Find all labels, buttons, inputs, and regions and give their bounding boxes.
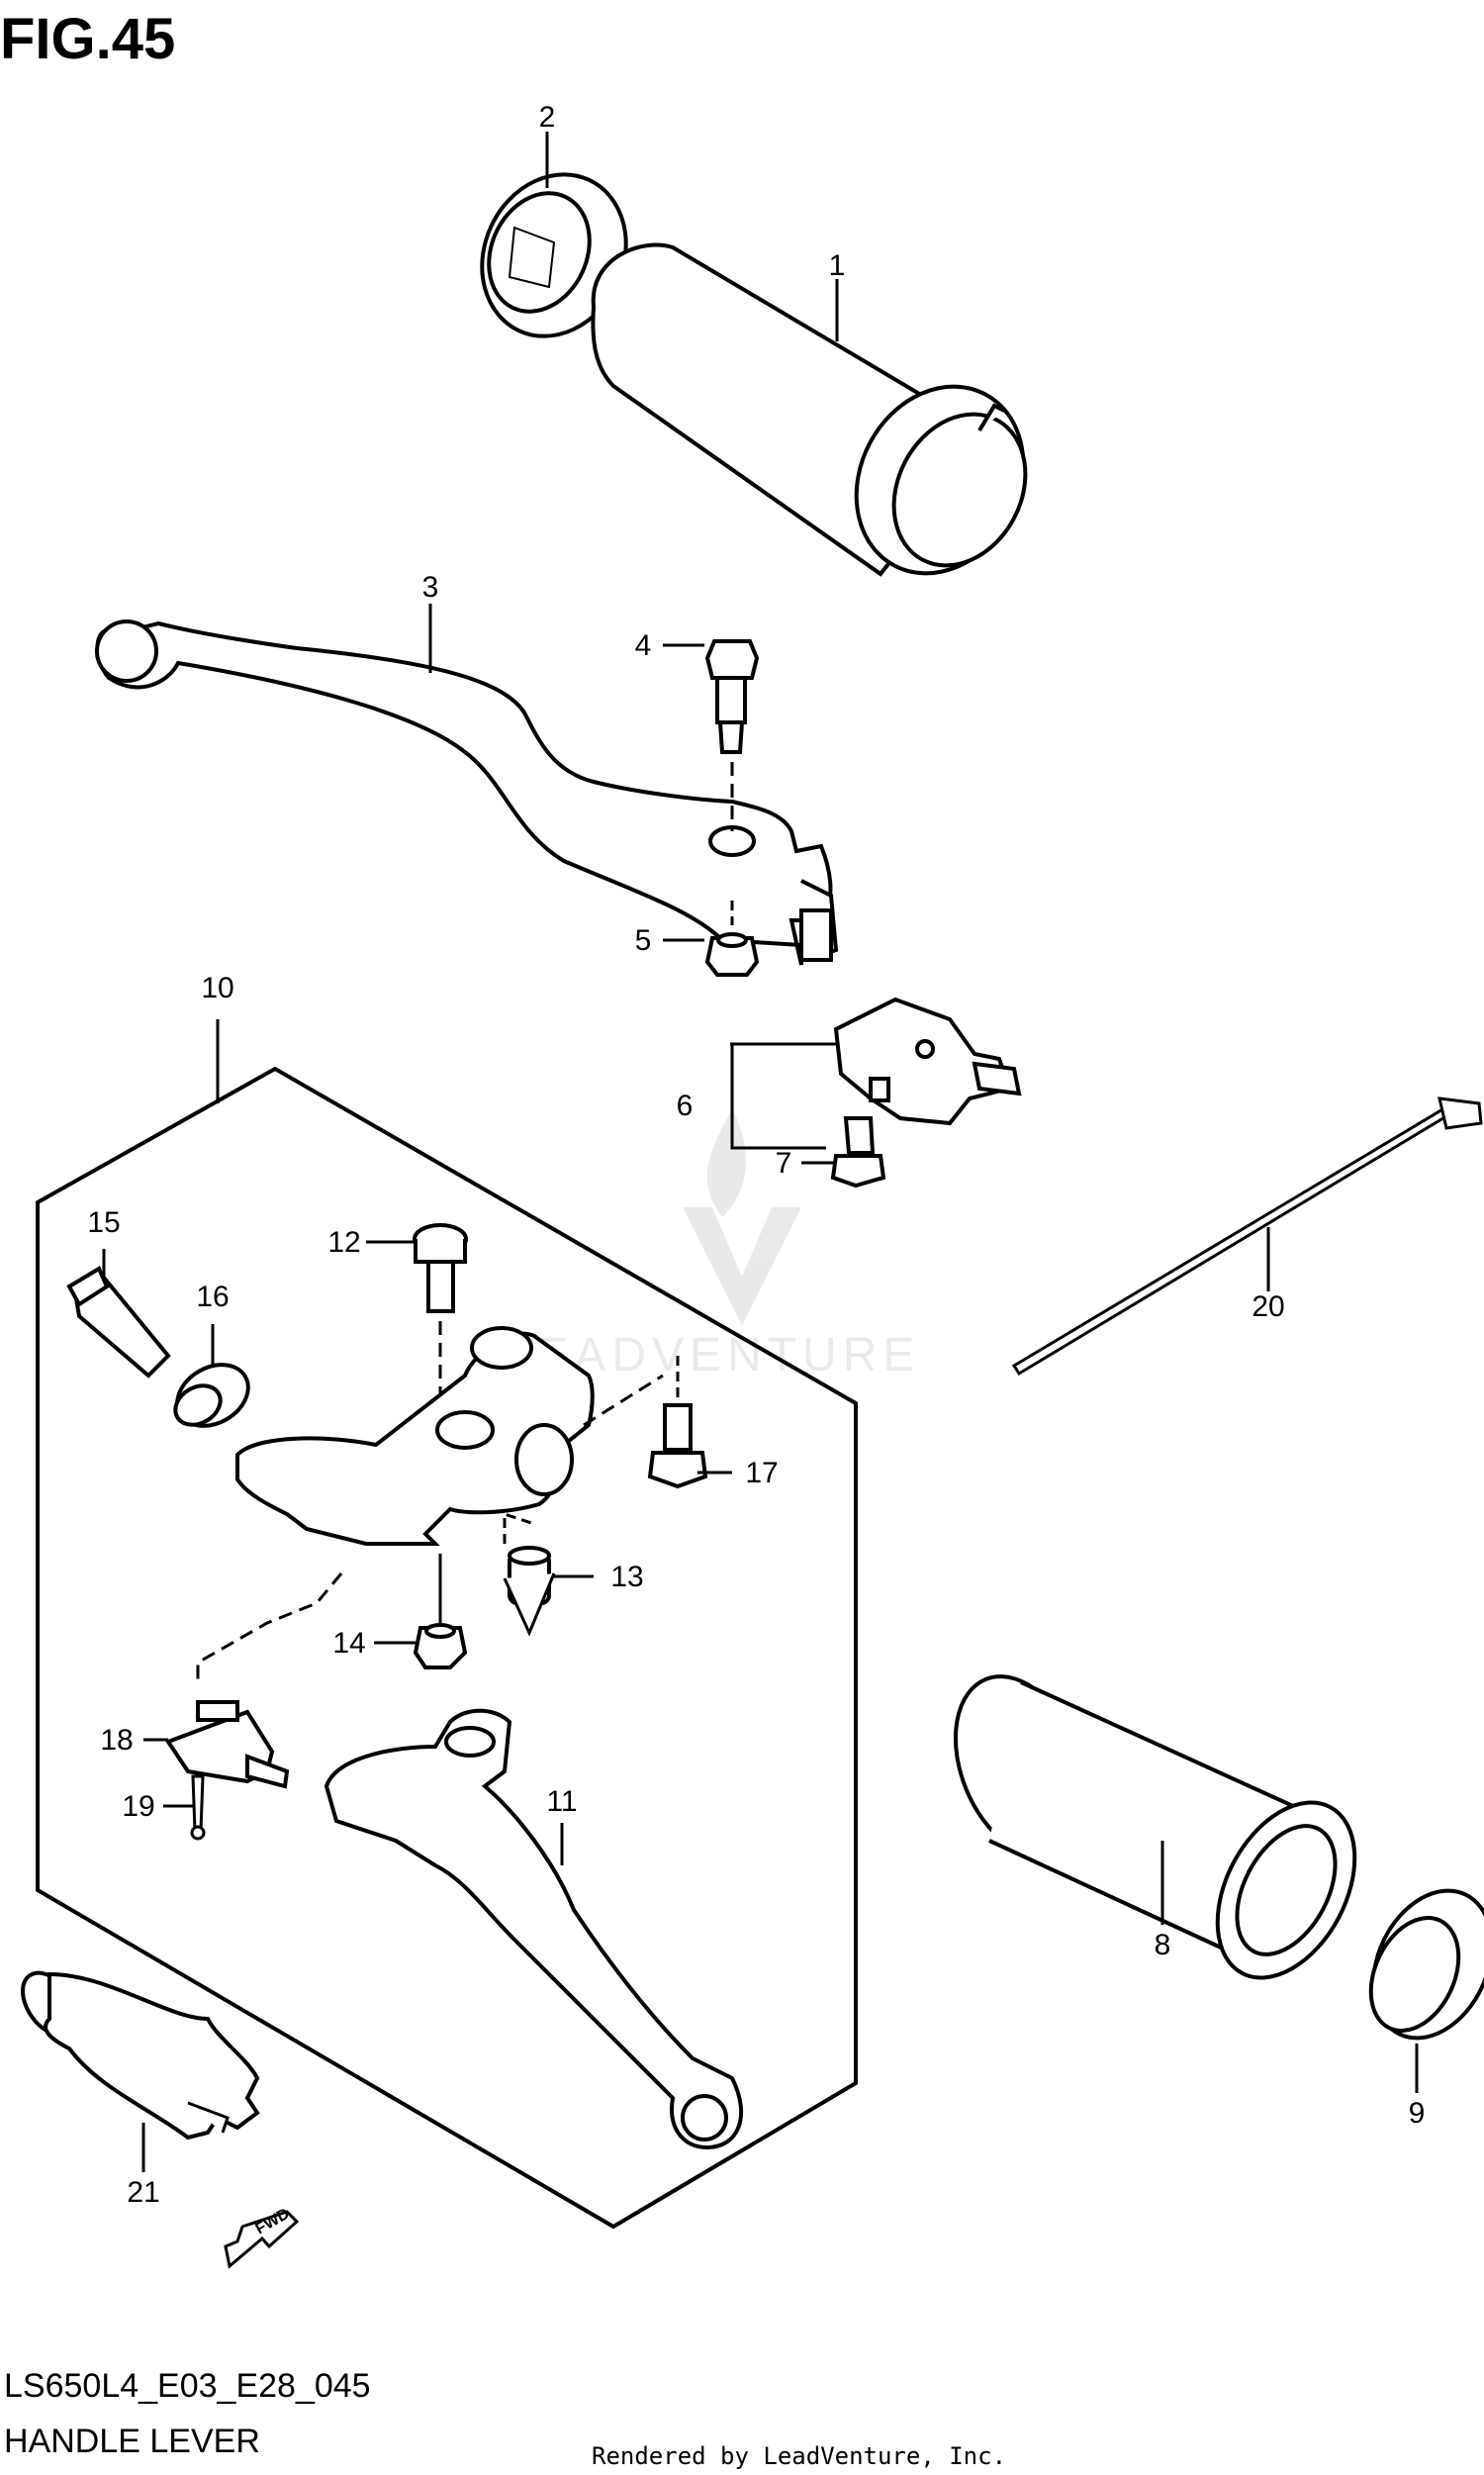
leader-lines (102, 132, 1419, 2172)
part-19-screw (190, 1774, 206, 1841)
figure-title: FIG.45 (0, 7, 176, 71)
part-9-end-cap (1368, 1888, 1484, 2041)
callout-16: 16 (196, 1281, 229, 1313)
part-14-nut (413, 1554, 468, 1669)
part-16-adjuster-knob (173, 1363, 250, 1428)
callout-15: 15 (87, 1206, 120, 1239)
part-11-clutch-lever (324, 1708, 743, 2150)
callout-numbers: 2 1 3 4 5 6 7 10 20 15 16 12 17 13 14 18… (87, 101, 1425, 2209)
callout-5: 5 (635, 924, 652, 957)
callout-17: 17 (745, 1457, 778, 1489)
callout-2: 2 (539, 101, 556, 134)
callout-12: 12 (327, 1226, 360, 1259)
callout-1: 1 (829, 249, 846, 282)
clutch-bracket (235, 1326, 664, 1546)
part-6-brake-switch (833, 997, 1022, 1126)
callout-10: 10 (201, 972, 233, 1004)
part-20-cable-tie (1011, 1096, 1483, 1377)
callout-18: 18 (100, 1724, 133, 1757)
callout-19: 19 (122, 1790, 154, 1823)
part-12-pivot-pin (413, 1223, 468, 1425)
callout-11: 11 (546, 1785, 577, 1818)
callout-8: 8 (1155, 1929, 1171, 1961)
callout-20: 20 (1252, 1290, 1284, 1323)
part-4-pivot-bolt (704, 639, 760, 831)
callout-9: 9 (1409, 2097, 1426, 2130)
part-7-screw (830, 1116, 886, 1189)
figure-code: LS650L4_E03_E28_045 (4, 2367, 371, 2405)
part-15-adjuster-bolt (66, 1266, 171, 1379)
part-3-brake-lever (95, 619, 839, 966)
part-13-collar (503, 1511, 556, 1637)
part-5-nut (704, 901, 760, 977)
part-17-screw (647, 1356, 708, 1489)
part-1-grip (591, 242, 1028, 577)
callout-14: 14 (332, 1627, 365, 1660)
part-10-assembly-frame (36, 1066, 858, 2230)
callout-13: 13 (610, 1561, 643, 1593)
part-8-left-grip (953, 1674, 1357, 1980)
callout-6: 6 (677, 1090, 694, 1122)
fwd-arrow: FWD (224, 2206, 300, 2269)
part-18-clutch-switch (164, 1572, 343, 1789)
callout-21: 21 (127, 2176, 159, 2209)
rendered-by-credit: Rendered by LeadVenture, Inc. (592, 2442, 1007, 2470)
callout-3: 3 (422, 571, 439, 604)
callout-4: 4 (635, 629, 652, 662)
callout-7: 7 (776, 1147, 792, 1180)
part-21-boot (21, 1970, 260, 2141)
figure-caption: HANDLE LEVER (4, 2423, 260, 2460)
